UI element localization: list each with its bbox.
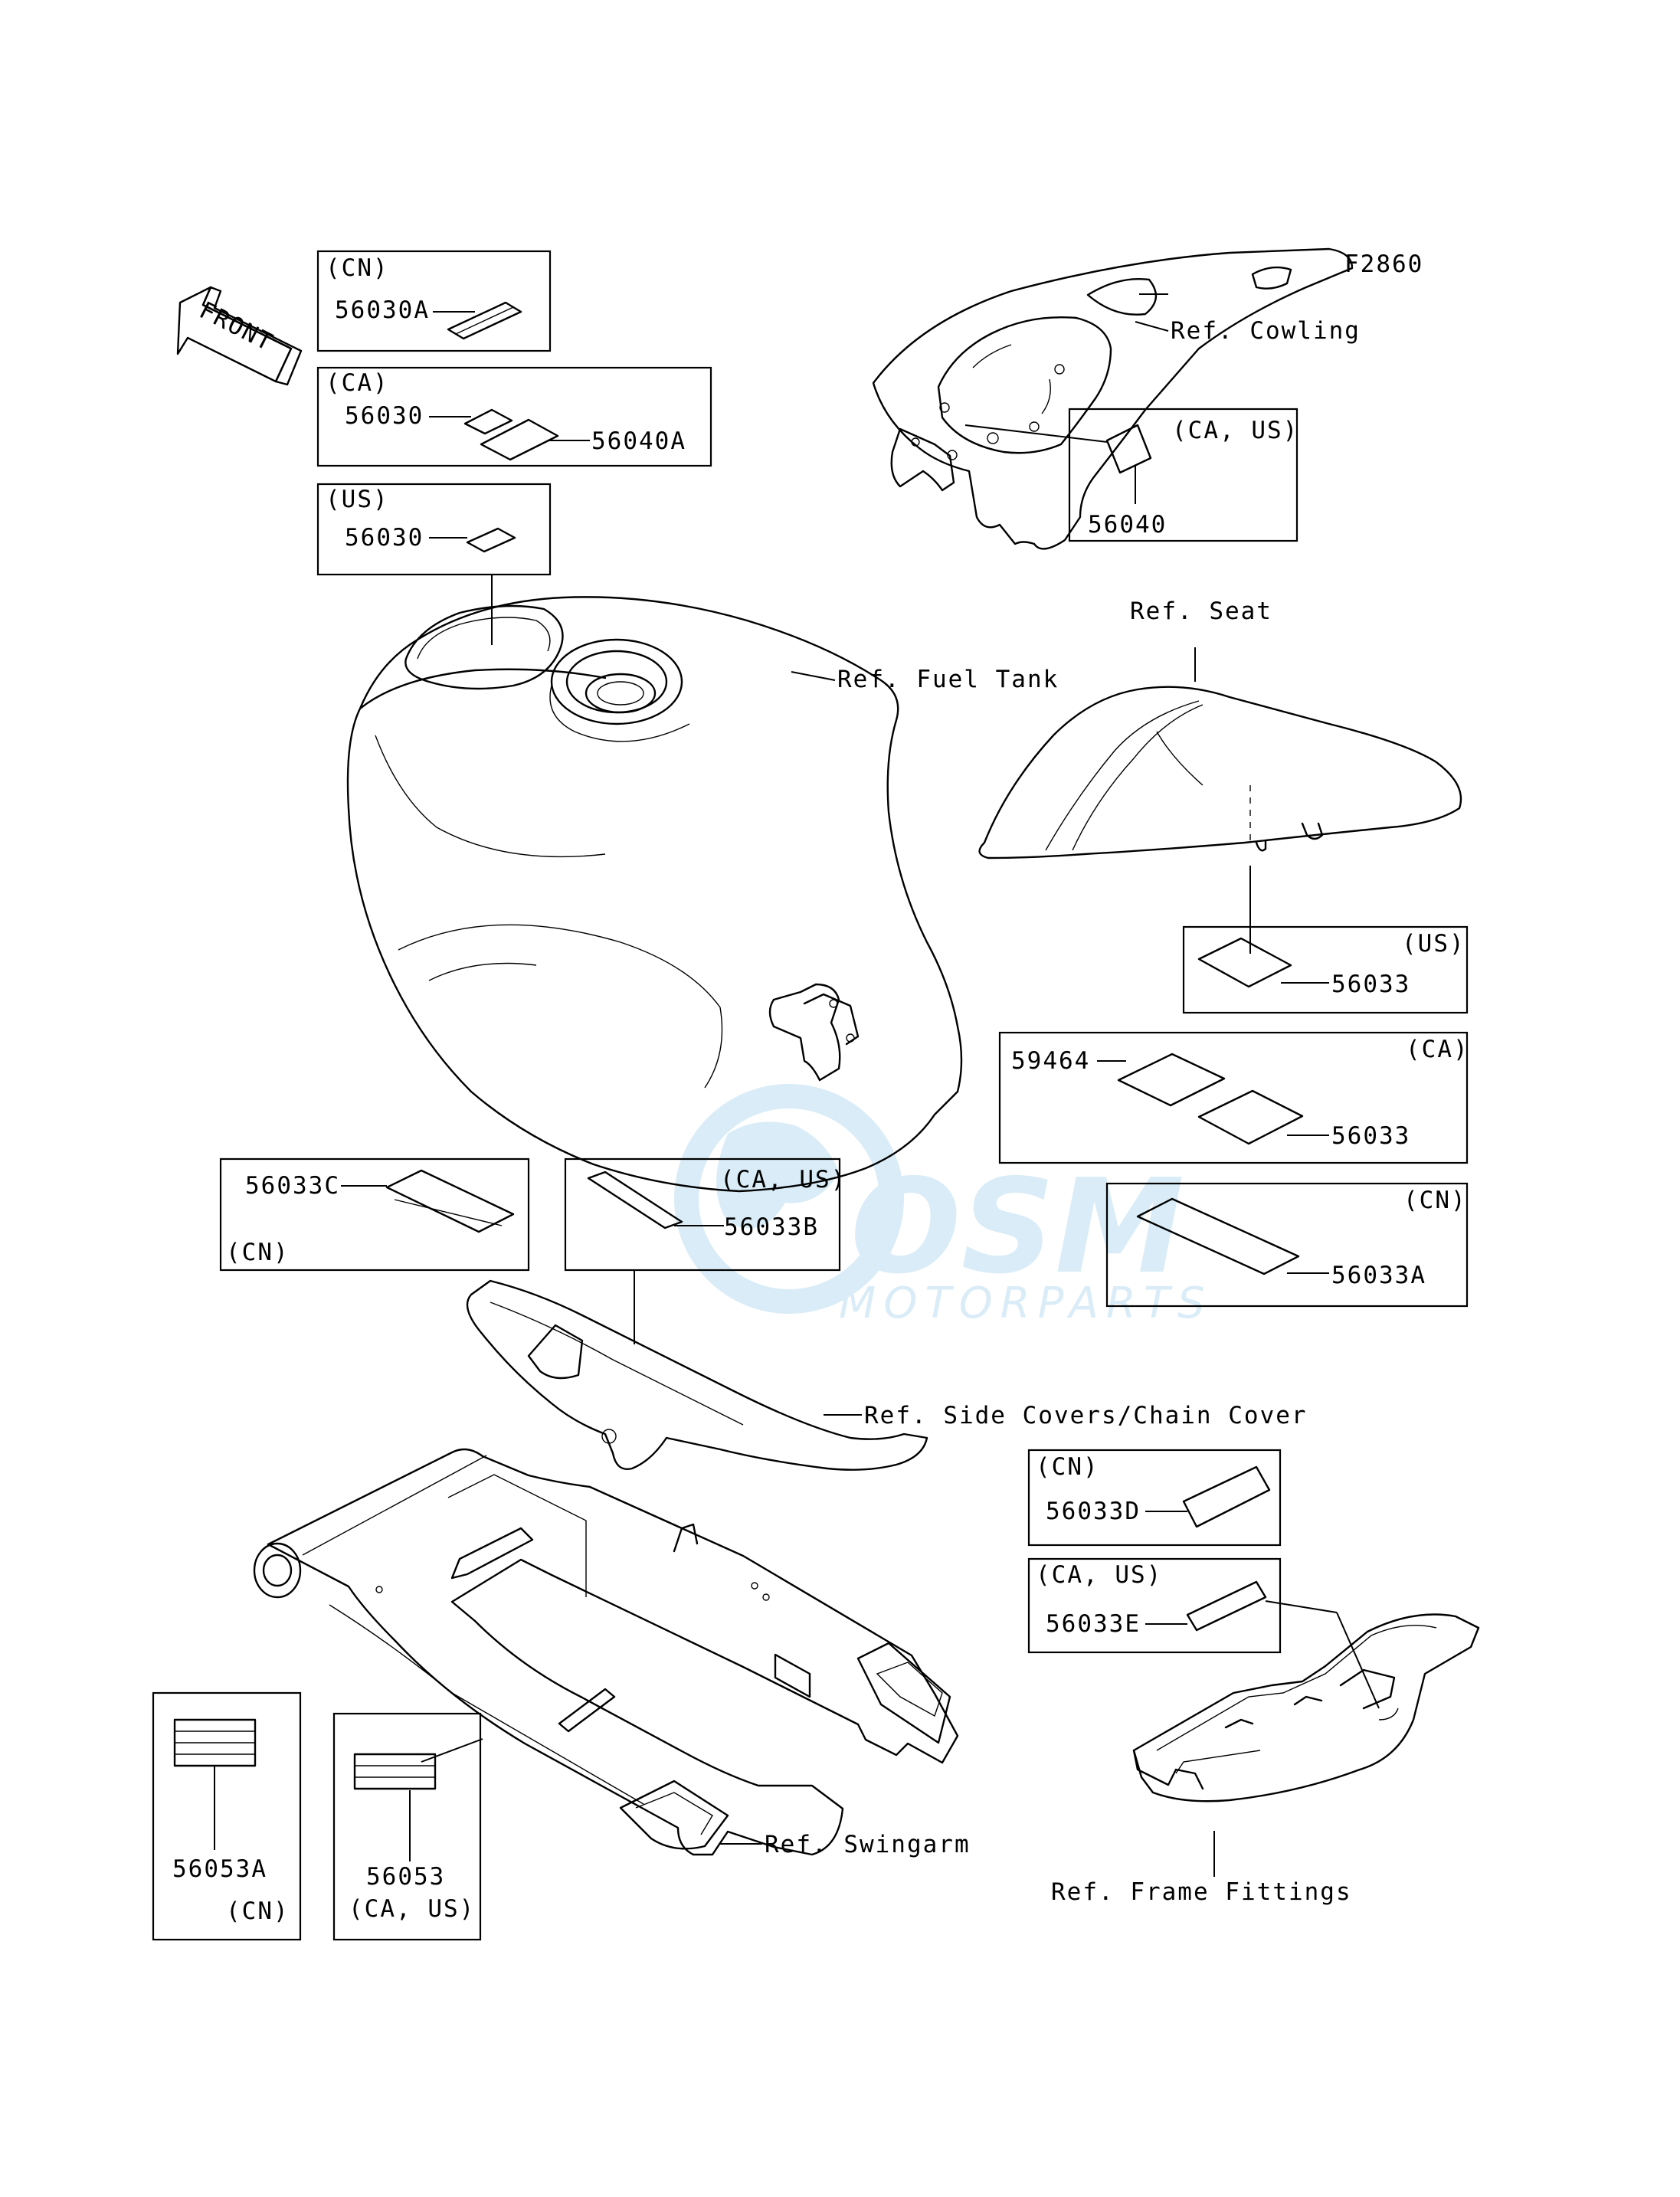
region-label: (CA, US) [720,1166,847,1193]
part-number: 56033A [1331,1262,1426,1289]
decal-icon [587,1171,683,1229]
group-cn-56030a: (CN) 56030A [316,250,552,352]
region-label: (CA, US) [1172,417,1298,444]
cowling-drawing: Ref. Cowling [872,247,1361,550]
part-number: 56053A [172,1855,267,1883]
decal-icon [1197,937,1292,988]
region-label: (CA) [1406,1036,1469,1063]
label-box [219,1157,530,1272]
watermark-brand: OSM [850,1151,1184,1303]
part-number: 56053 [366,1863,445,1891]
ref-frame-fittings[interactable]: Ref. Frame Fittings [1051,1878,1352,1906]
group-cowl-56040: (CA, US) 56040 [1068,408,1298,542]
group-caus-56033e: (CA, US) 56033E [1027,1557,1338,1654]
fuel-tank-drawing: Ref. Fuel Tank [346,596,1059,1193]
watermark-logo: OSM MOTORPARTS [674,1084,1213,1328]
figure-code: F2860 [1344,250,1423,278]
region-label: (CN) [326,254,389,282]
seat-drawing: Ref. Seat [978,598,1462,954]
group-cn-56033c: 56033C (CN) [219,1157,530,1272]
group-caus-56053: 56053 (CA, US) [332,1712,483,1941]
label-box [152,1691,302,1941]
group-ca-56033: (CA) 59464 56033 [998,1031,1469,1164]
label-box [1182,925,1469,1014]
group-ca-56030: (CA) 56030 56040A [316,366,712,467]
decal-icon [447,301,522,340]
watermark-subtitle: MOTORPARTS [839,1279,1213,1328]
decal-icon [1186,1580,1267,1632]
part-number: 56030A [335,296,430,324]
ref-swingarm[interactable]: Ref. Swingarm [765,1831,971,1858]
group-us-56033: (US) 56033 [1182,925,1469,1014]
region-label: (US) [326,486,389,513]
decal-icon [480,418,559,461]
ref-seat[interactable]: Ref. Seat [1130,598,1272,625]
front-arrow-icon: FRONT [176,286,303,386]
decal-icon [1197,1089,1304,1145]
decal-icon [1182,1465,1271,1528]
region-label: (US) [1402,930,1465,958]
group-caus-56033b: (CA, US) 56033B [564,1157,847,1344]
decal-icon [1136,1197,1300,1275]
decal-icon [1105,424,1152,474]
decal-icon [385,1169,515,1233]
group-cn-56053a: 56053A (CN) [152,1691,302,1941]
label-box [1068,408,1298,542]
label-box [1027,1557,1282,1654]
group-us-56030: (US) 56030 [316,483,552,645]
label-box [316,250,552,352]
region-label: (CN) [226,1897,290,1925]
part-number: 56033C [245,1172,340,1200]
decal-icon [466,527,516,553]
group-cn-56033a: (CN) 56033A [1105,1182,1469,1308]
ref-side-covers[interactable]: Ref. Side Covers/Chain Cover [864,1402,1308,1429]
label-box [316,366,712,467]
label-box [564,1157,841,1272]
part-number-a: 56030 [345,402,424,430]
chain-cover-drawing: Ref. Side Covers/Chain Cover [466,1279,1308,1471]
group-cn-56033d: (CN) 56033D [1027,1449,1282,1547]
part-number: 56033E [1046,1610,1141,1638]
label-box [1027,1449,1282,1547]
decal-icon [353,1753,437,1790]
ref-fuel-tank[interactable]: Ref. Fuel Tank [837,666,1059,693]
label-box [1105,1182,1469,1308]
region-label: (CA) [326,369,389,397]
part-number-a: 59464 [1011,1047,1090,1075]
label-box [316,483,552,576]
label-box [332,1712,482,1941]
label-box [998,1031,1469,1164]
decal-icon [1117,1053,1226,1107]
region-label: (CN) [226,1239,290,1266]
region-label: (CN) [1403,1187,1467,1214]
part-number: 56033 [1331,971,1410,998]
region-label: (CA, US) [349,1895,475,1923]
part-number: 56033D [1046,1498,1141,1525]
swingarm-drawing: Ref. Swingarm [253,1448,971,1858]
decal-icon [463,408,513,435]
region-label: (CA, US) [1036,1561,1162,1589]
frame-fittings-drawing: Ref. Frame Fittings [1051,1612,1480,1906]
part-number-b: 56040A [591,427,686,455]
part-number: 56030 [345,524,424,552]
ref-cowling[interactable]: Ref. Cowling [1171,317,1361,345]
part-number: 56033B [724,1213,819,1241]
part-number: 56040 [1088,511,1167,539]
part-number-b: 56033 [1331,1122,1410,1150]
region-label: (CN) [1036,1453,1099,1481]
